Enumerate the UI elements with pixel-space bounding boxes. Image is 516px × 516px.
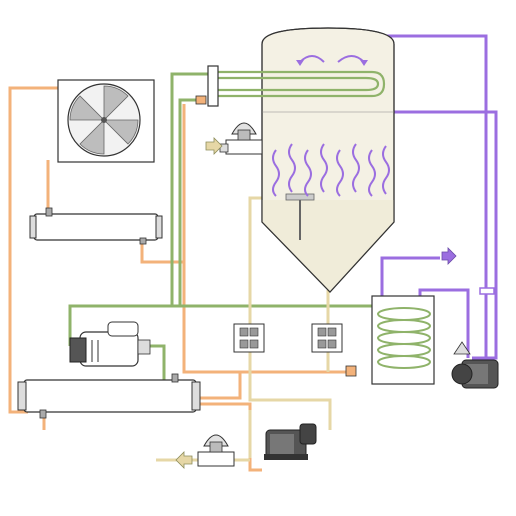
arrow-left-icon [175,451,193,469]
pump-bottom [264,423,317,460]
evaporator-vessel [261,27,395,293]
fan-icon [69,85,139,155]
arrow-right-icon [441,247,457,265]
pump-right [451,341,499,389]
condenser [29,207,163,245]
valve-bottom [197,434,235,467]
flange [479,287,495,295]
fan-unit [57,79,155,163]
expansion-valve-right [311,323,343,353]
heating-coil [195,65,386,107]
pipes-orange [8,86,352,472]
arrow-right-icon [205,137,223,155]
expansion-valve-left [233,323,265,353]
valve-top [219,122,263,155]
heat-exchanger [17,373,201,419]
compressor [69,321,151,367]
coil-tank [345,295,435,385]
vapour-waves [272,143,390,197]
